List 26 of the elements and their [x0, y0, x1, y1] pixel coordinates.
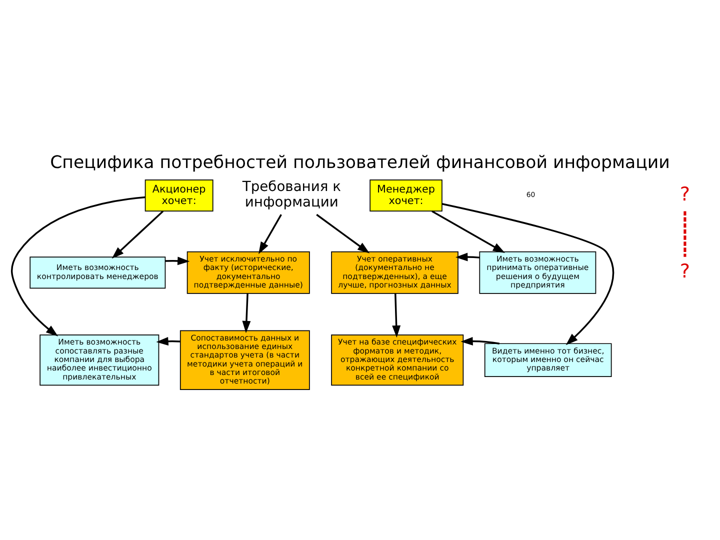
- diagram-title: Специфика потребностей пользователей финансовой информации: [50, 152, 670, 173]
- arrow: [316, 214, 370, 254]
- arrow: [460, 336, 500, 346]
- arrow: [392, 294, 401, 338]
- arrow: [456, 252, 480, 262]
- node-box: Акционер хочет:: [144, 179, 214, 212]
- node-box: Иметь возможность сопоставлять разные компании для выбора наиболее инвестиционно привлекательных: [40, 334, 160, 386]
- node-box: Сопоставимость данных и использование единых стандартов учета (в части методики учета операций и в части итоговой отчетности): [180, 330, 310, 390]
- arrow: [165, 256, 190, 266]
- arrow: [242, 294, 251, 334]
- node-box: Менеджер хочет:: [370, 179, 442, 212]
- arrow: [112, 210, 164, 259]
- node-box: Учет исключительно по факту (исторические, документально подтвержденные данные): [186, 251, 310, 294]
- arrow: [432, 210, 506, 254]
- arrow: [156, 337, 180, 346]
- node-text: Требования к информации: [242, 179, 341, 211]
- node-box: Видеть именно тот бизнес, которым именно он сейчас управляет: [484, 343, 612, 377]
- label: ?: [680, 183, 690, 206]
- node-box: Учет на базе специфических форматов и методик, отражающих деятельность конкретной компании со всей ее спецификой: [331, 334, 464, 386]
- node-box: Иметь возможность контролировать менеджеров: [30, 256, 166, 289]
- node-box: Учет оперативных (документально не подтвержденных), а еще лучше, прогнозных данных: [331, 251, 458, 294]
- arrow: [258, 214, 282, 254]
- arrow: [442, 203, 614, 346]
- node-box: Иметь возможность принимать оперативные решения о будущем предприятия: [479, 251, 596, 294]
- label: ?: [680, 260, 690, 282]
- arrow: [11, 196, 146, 336]
